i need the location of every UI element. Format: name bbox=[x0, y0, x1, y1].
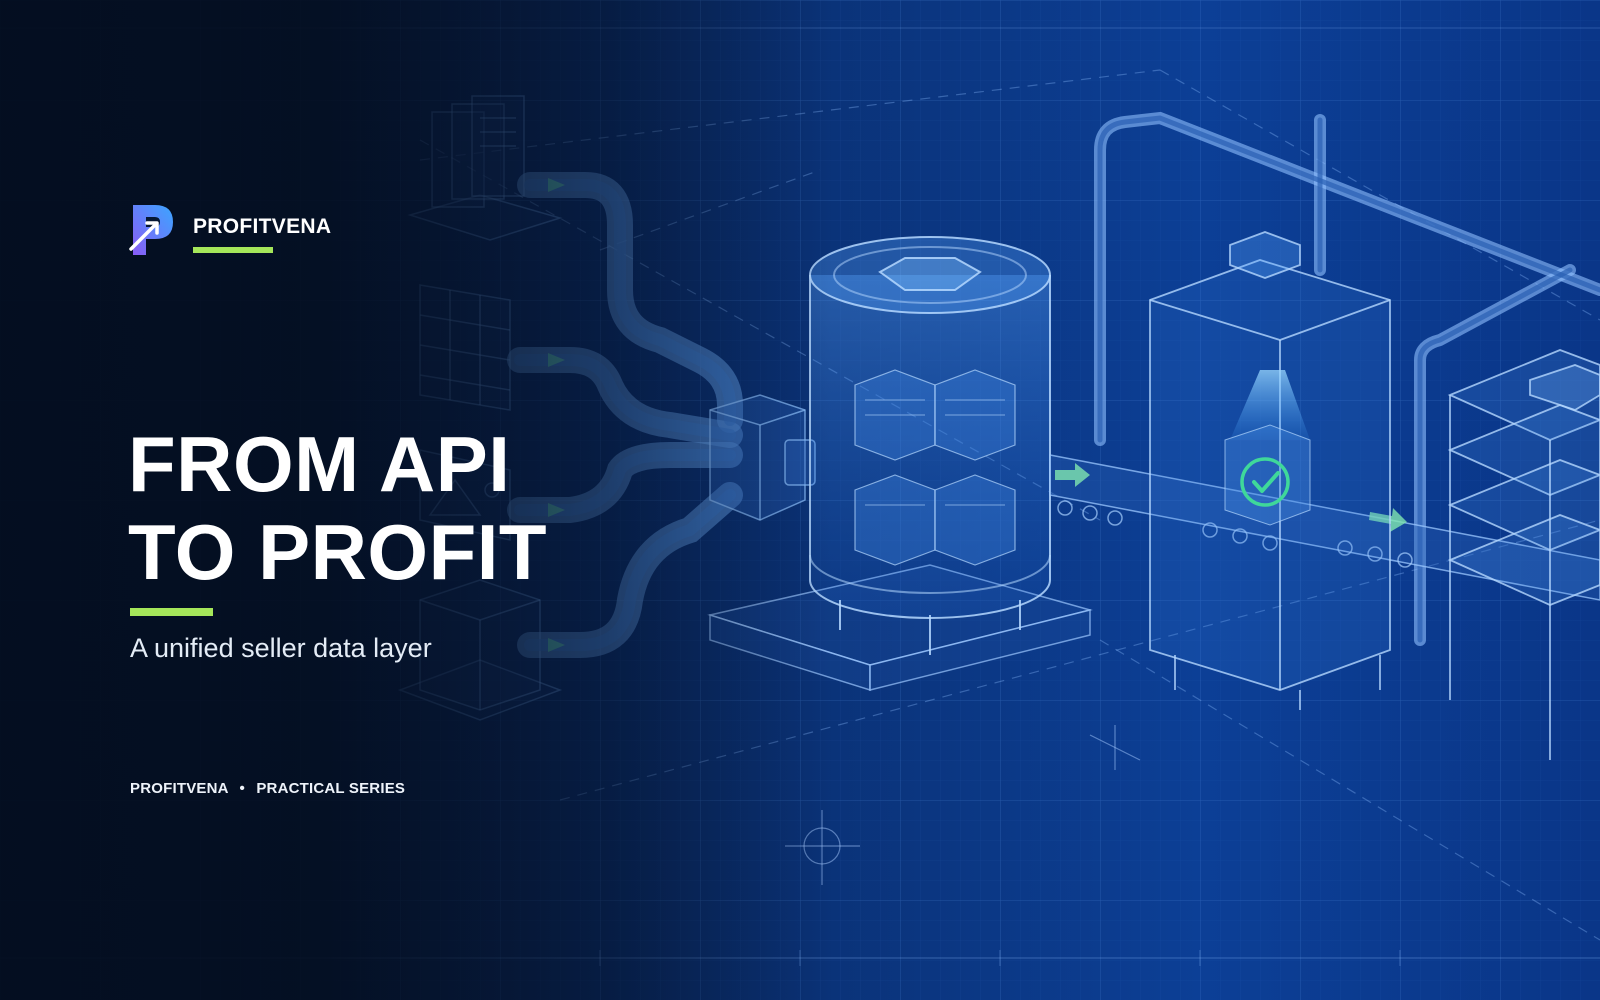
profitvena-logo-icon bbox=[129, 205, 173, 255]
title-accent-bar bbox=[130, 608, 213, 616]
hero-subtitle: A unified seller data layer bbox=[130, 633, 432, 663]
footer-separator: • bbox=[239, 780, 245, 797]
spreadsheet-icon bbox=[419, 284, 511, 411]
footer-brand: PROFITVENA bbox=[130, 780, 229, 797]
brand-lockup: PROFITVENA bbox=[129, 203, 331, 257]
hero-title: FROM API TO PROFIT bbox=[128, 420, 547, 596]
footer-series-line: PROFITVENA • PRACTICAL SERIES bbox=[130, 780, 405, 797]
storage-tank-icon bbox=[809, 236, 1051, 655]
brand-text: PROFITVENA bbox=[193, 215, 331, 253]
hero-title-line-2: TO PROFIT bbox=[128, 508, 548, 596]
brand-name: PROFITVENA bbox=[193, 215, 332, 238]
brand-underline bbox=[193, 247, 273, 253]
footer-series: PRACTICAL SERIES bbox=[256, 780, 406, 797]
hero-title-line-1: FROM API bbox=[128, 420, 511, 508]
